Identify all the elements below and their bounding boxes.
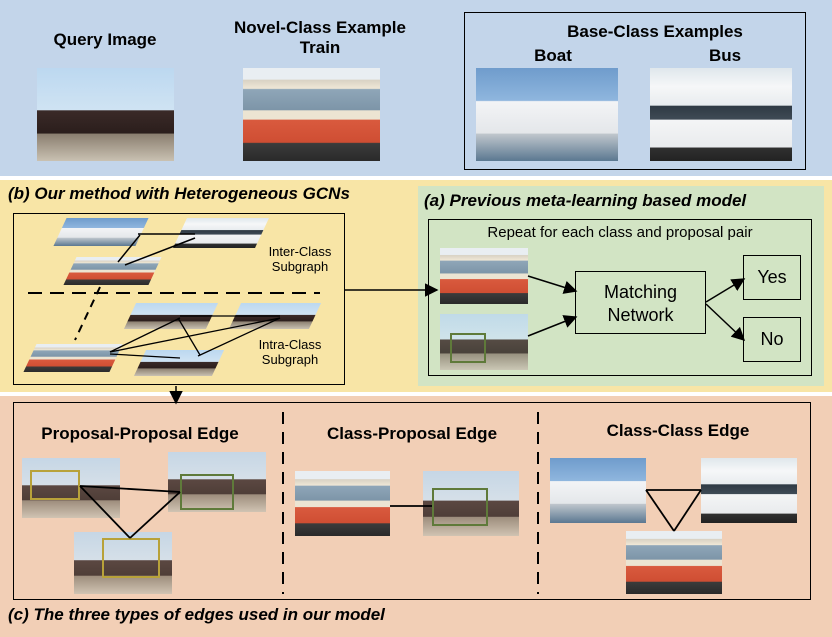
novel-class-label: Novel-Class Example Train (205, 18, 435, 57)
pp-frame-2 (180, 474, 234, 510)
matching-network-label: Matching Network (575, 281, 706, 326)
base-class-label: Base-Class Examples (567, 22, 743, 41)
gcn-graph-box (13, 213, 345, 385)
cc-train-image (626, 531, 722, 594)
query-image (37, 68, 174, 161)
pp-proposal-image-2 (168, 452, 266, 512)
inter-class-line1: Inter-Class (268, 244, 332, 259)
novel-class-train-image (243, 68, 380, 161)
base-class-box (464, 12, 806, 170)
novel-class-label-line1: Novel-Class Example (234, 18, 406, 37)
panel-a-title: (a) Previous meta-learning based model (424, 191, 747, 210)
panel-c-caption: (c) The three types of edges used in our… (8, 605, 385, 624)
proposal-frame (450, 333, 486, 363)
edge-types-box (13, 402, 811, 600)
proposal-proposal-label: Proposal-Proposal Edge (41, 424, 239, 443)
panel-b-title: (b) Our method with Heterogeneous GCNs (8, 184, 350, 203)
yes-label: Yes (757, 267, 787, 287)
inter-class-line2: Subgraph (271, 258, 329, 274)
matching-network-box (575, 271, 706, 334)
class-example-image (440, 248, 528, 304)
panel-c (0, 396, 832, 637)
intra-class-line2: Subgraph (261, 351, 319, 367)
boat-image (476, 68, 618, 161)
cc-edges (645, 489, 702, 532)
class-class-label: Class-Class Edge (606, 421, 750, 440)
inter-class-label: Inter-Class Subgraph (255, 244, 345, 275)
yes-box (743, 255, 801, 300)
cp-frame (432, 488, 488, 526)
inter-class-edges (117, 233, 196, 266)
pp-frame-1 (30, 470, 80, 500)
subgraph-link-dashed (74, 286, 101, 341)
bus-label: Bus (708, 46, 742, 65)
cp-class-image (295, 471, 390, 536)
intra-class-label: Intra-Class Subgraph (240, 337, 340, 368)
matching-area-box (428, 219, 812, 376)
matching-line1: Matching (603, 282, 678, 302)
intra-class-edges (109, 315, 281, 359)
query-image-label: Query Image (53, 30, 157, 49)
cc-bus-image (701, 458, 797, 523)
no-label: No (760, 329, 784, 349)
class-proposal-label: Class-Proposal Edge (326, 424, 498, 443)
boat-label: Boat (534, 46, 572, 65)
matching-line2: Network (607, 304, 674, 325)
pp-frame-3 (102, 538, 160, 578)
pp-proposal-image-3 (74, 532, 172, 594)
cc-boat-image (550, 458, 646, 523)
repeat-text: Repeat for each class and proposal pair (487, 224, 753, 241)
intra-class-line1: Intra-Class (258, 337, 322, 352)
pp-edges (79, 485, 181, 539)
matching-arrows (527, 275, 746, 342)
novel-class-label-line2: Train (299, 37, 341, 57)
bus-image (650, 68, 792, 161)
